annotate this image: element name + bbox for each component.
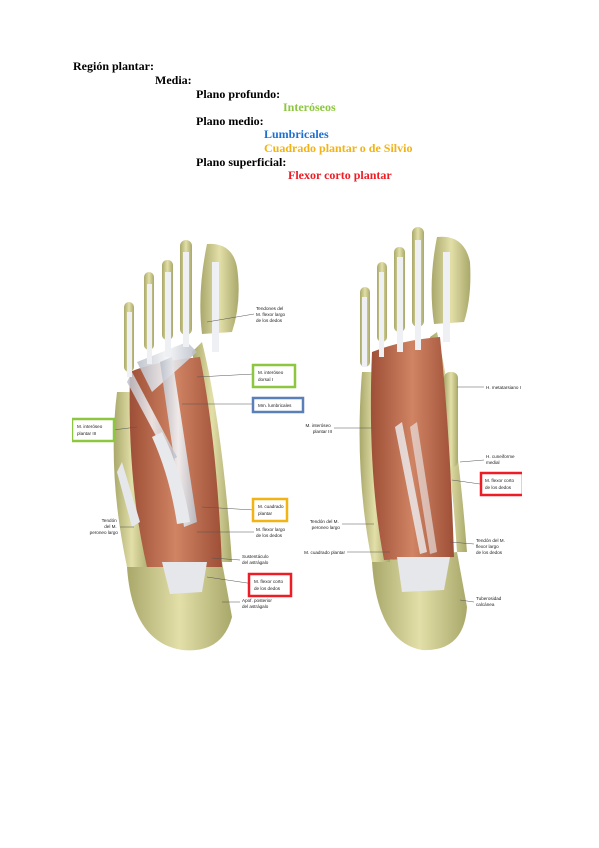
cuadrado-highlight-box xyxy=(251,497,289,523)
plano-profundo-heading: Plano profundo: xyxy=(196,87,281,101)
lumbricales-highlight-box xyxy=(251,396,305,414)
left-label-apof: Apof. posterior del astrágalo xyxy=(242,598,273,609)
region-heading: Región plantar: xyxy=(73,59,154,73)
right-label-metatarsiano: H. metatarsiano I xyxy=(486,385,521,390)
left-label-flexor-largo: M. flexor largo de los dedos xyxy=(256,527,286,538)
right-label-tuberosidad: Tuberosidad calcánea xyxy=(476,596,503,607)
right-label-interoseo-plantar: M. interóseo plantar III xyxy=(305,423,332,434)
left-label-lumbricales: Mm. lumbricales xyxy=(258,403,292,408)
right-label-cuadrado: M. cuadrado plantar xyxy=(304,550,345,555)
flexor-corto-item: Flexor corto plantar xyxy=(288,168,392,182)
cuadrado-item: Cuadrado plantar o de Silvio xyxy=(264,141,413,155)
left-label-interoseo-dorsal: M. interóseo dorsal I xyxy=(258,370,285,382)
left-label-flexor-corto: M. flexor corto de los dedos xyxy=(254,579,284,591)
left-label-sustentaculo: Sustentáculo del astrágalo xyxy=(242,554,270,565)
flexor-corto-highlight-box xyxy=(247,572,293,598)
right-label-peroneo: Tendón del M. peroneo largo xyxy=(310,519,341,530)
right-label-flexor-corto: M. flexor corto de los dedos xyxy=(485,478,515,490)
left-foot-illustration: Tendones del M. flexor largo de los dedo… xyxy=(72,240,305,651)
left-label-tendones: Tendones del M. flexor largo de los dedo… xyxy=(256,306,286,323)
right-label-cuneiforme: H. cuneiforme medial xyxy=(486,454,516,465)
right-label-flexor-largo: Tendón del M. flexor largo de los dedos xyxy=(476,538,506,555)
foot-anatomy-figure: Tendones del M. flexor largo de los dedo… xyxy=(72,227,522,651)
interoseos-item: Interóseos xyxy=(283,100,336,114)
plano-superficial-heading: Plano superficial: xyxy=(196,155,287,169)
interoseo-plantar-highlight-box xyxy=(72,417,116,443)
plano-medio-heading: Plano medio: xyxy=(196,114,264,128)
left-label-interoseo-plantar: M. interóseo plantar III xyxy=(77,424,104,436)
right-flexor-corto-highlight-box xyxy=(479,471,522,497)
lumbricales-item: Lumbricales xyxy=(264,127,329,141)
left-label-cuadrado: M. cuadrado plantar xyxy=(258,504,285,516)
interoseo-dorsal-highlight-box xyxy=(251,363,297,389)
media-heading: Media: xyxy=(155,73,192,87)
left-label-peroneo: Tendón del M. peroneo largo xyxy=(90,518,119,535)
right-foot-illustration: H. metatarsiano I M. interóseo plantar I… xyxy=(304,227,522,651)
